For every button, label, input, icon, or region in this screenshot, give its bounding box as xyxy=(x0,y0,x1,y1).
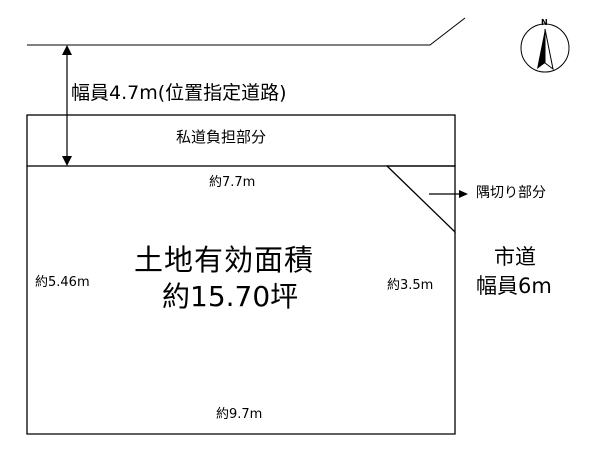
city-road-label: 市道 xyxy=(494,245,536,269)
road-width-dimension-arrow xyxy=(62,45,72,166)
private-road-strip xyxy=(26,114,456,167)
north-letter: N xyxy=(541,18,548,27)
bottom-dimension-label: 約9.7m xyxy=(216,407,263,422)
area-title: 土地有効面積 xyxy=(134,243,315,277)
road-edge-line xyxy=(27,17,466,46)
area-value: 約15.70坪 xyxy=(162,280,299,313)
lot-outline xyxy=(26,166,456,435)
right-dimension-label: 約3.5m xyxy=(387,278,434,293)
corner-cut-triangle xyxy=(385,165,456,234)
private-road-label: 私道負担部分 xyxy=(176,128,267,146)
top-dimension-label: 約7.7m xyxy=(209,175,256,190)
corner-cut-pointer-arrow xyxy=(429,190,468,198)
city-road-width-label: 幅員6m xyxy=(476,274,552,298)
road-width-label: 幅員4.7m(位置指定道路) xyxy=(71,82,287,104)
north-arrow-icon xyxy=(520,23,570,73)
corner-cut-label: 隅切り部分 xyxy=(476,185,546,201)
left-dimension-label: 約5.46m xyxy=(35,275,90,290)
